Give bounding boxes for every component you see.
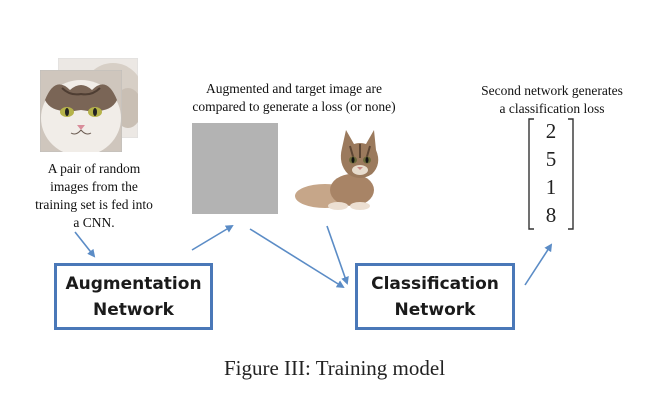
arrow-input-to-augmentation	[74, 231, 96, 258]
vector-value: 8	[545, 203, 557, 227]
caption-line: compared to generate a loss (or none)	[192, 99, 396, 114]
classification-network-box: Classification Network	[355, 263, 515, 330]
caption-line: A pair of random	[47, 161, 141, 176]
input-images-caption: A pair of random images from the trainin…	[14, 160, 174, 232]
augmented-image-placeholder	[192, 123, 278, 214]
box-label-line: Classification	[371, 273, 499, 294]
box-label-line: Network	[394, 299, 476, 320]
vector-brackets	[528, 118, 574, 230]
box-label-line: Augmentation	[65, 273, 202, 294]
input-image-pair	[40, 58, 145, 153]
vector-value: 2	[545, 119, 557, 143]
arrow-kitten-to-classification	[326, 225, 349, 285]
arrow-classification-to-vector	[524, 243, 553, 286]
arrow-augmentation-to-gray-image	[191, 224, 234, 251]
box-label-line: Network	[93, 299, 174, 320]
caption-line: a CNN.	[73, 215, 115, 230]
target-kitten-image	[290, 124, 384, 214]
vector-value: 5	[545, 147, 557, 171]
caption-line: training set is fed into	[35, 197, 153, 212]
cat-photo-front	[40, 70, 122, 152]
caption-line: a classification loss	[499, 101, 605, 116]
classification-caption: Second network generates a classificatio…	[462, 82, 642, 118]
caption-line: images from the	[50, 179, 138, 194]
arrow-gray-image-to-classification	[249, 228, 345, 289]
comparison-caption: Augmented and target image are compared …	[180, 80, 408, 116]
augmentation-network-box: Augmentation Network	[54, 263, 213, 330]
caption-line: Second network generates	[481, 83, 623, 98]
output-vector: 2 5 1 8	[526, 117, 576, 232]
caption-line: Augmented and target image are	[206, 81, 382, 96]
vector-value: 1	[545, 175, 557, 199]
figure-caption: Figure III: Training model	[223, 356, 446, 380]
